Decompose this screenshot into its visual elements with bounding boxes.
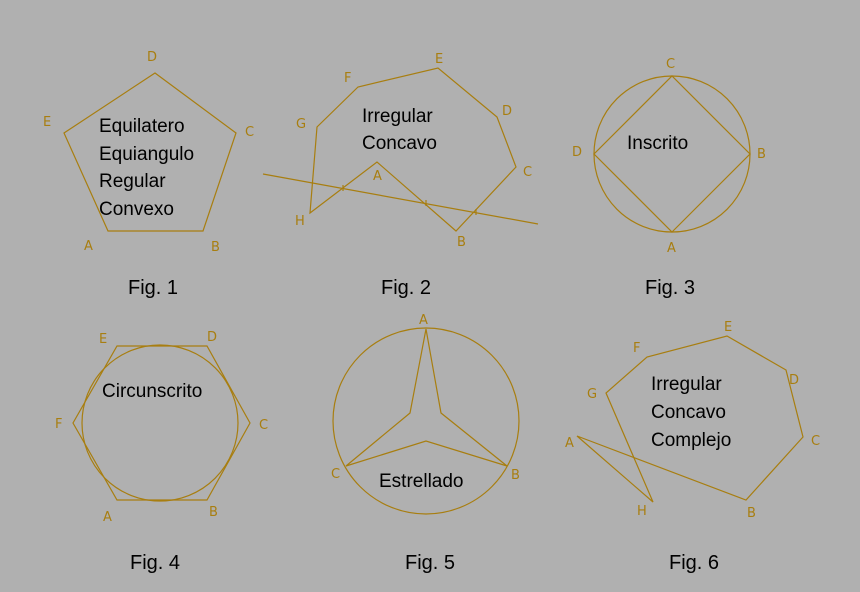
vertex-label-f: F <box>344 71 351 86</box>
vertex-label-a: A <box>667 241 676 256</box>
figure-text-line-1: Equilatero <box>99 116 185 137</box>
figure-3: A B C D Inscrito Fig. 3 <box>572 57 766 299</box>
vertex-label-c: C <box>259 418 268 433</box>
vertex-label-b: B <box>457 235 466 250</box>
figure-text-line-3: Complejo <box>651 430 731 451</box>
vertex-label-e: E <box>99 332 107 347</box>
vertex-label-c: C <box>666 57 675 72</box>
figure-caption: Fig. 6 <box>669 552 719 574</box>
vertex-label-h: H <box>295 214 305 229</box>
vertex-label-f: F <box>55 417 62 432</box>
circle-shape <box>332 327 520 515</box>
vertex-label-e: E <box>724 320 732 335</box>
intersection-marks <box>342 185 477 215</box>
star-polygon-shape <box>345 328 508 467</box>
vertex-label-c: C <box>811 434 820 449</box>
vertex-label-f: F <box>633 341 640 356</box>
vertex-label-g: G <box>587 387 597 402</box>
vertex-label-d: D <box>789 373 799 388</box>
figure-text-line-1: Estrellado <box>379 471 464 492</box>
figure-1: A B C D E Equilatero Equiangulo Regular … <box>43 50 254 299</box>
vertex-label-a: A <box>419 313 428 328</box>
vertex-label-b: B <box>211 240 220 255</box>
circle-shape <box>81 344 239 502</box>
vertex-label-c: C <box>245 125 254 140</box>
figure-4: A B C D E F Circunscrito Fig. 4 <box>55 330 268 574</box>
vertex-label-d: D <box>502 104 512 119</box>
vertex-label-e: E <box>43 115 51 130</box>
figure-5: A B C Estrellado Fig. 5 <box>331 313 520 574</box>
figure-caption: Fig. 3 <box>645 277 695 299</box>
vertex-label-h: H <box>637 504 647 519</box>
figure-text-line-3: Regular <box>99 171 166 192</box>
vertex-label-a: A <box>103 510 112 525</box>
complex-polygon-shape <box>576 335 804 503</box>
figure-text-line-2: Equiangulo <box>99 144 194 165</box>
vertex-label-b: B <box>757 147 766 162</box>
vertex-label-d: D <box>207 330 217 345</box>
hexagon-shape <box>72 345 251 501</box>
secant-line <box>262 173 539 225</box>
vertex-label-c: C <box>523 165 532 180</box>
circle-shape <box>593 75 751 233</box>
vertex-label-b: B <box>209 505 218 520</box>
vertex-label-d: D <box>147 50 157 65</box>
figure-text-line-2: Concavo <box>651 402 726 423</box>
figure-text-line-2: Concavo <box>362 133 437 154</box>
vertex-label-a: A <box>565 436 574 451</box>
vertex-label-c: C <box>331 467 340 482</box>
figure-text-line-1: Irregular <box>362 106 433 127</box>
vertex-label-e: E <box>435 52 443 67</box>
figure-caption: Fig. 1 <box>128 277 178 299</box>
figure-text-line-1: Circunscrito <box>102 381 202 402</box>
vertex-label-a: A <box>84 239 93 254</box>
vertex-label-g: G <box>296 117 306 132</box>
figure-text-line-1: Irregular <box>651 374 722 395</box>
figure-6: A B C D E F G H Irregular Concavo Comple… <box>565 320 820 574</box>
figure-caption: Fig. 2 <box>381 277 431 299</box>
vertex-label-a: A <box>373 169 382 184</box>
vertex-label-b: B <box>747 506 756 521</box>
inscribed-square-shape <box>593 75 751 233</box>
vertex-label-b: B <box>511 468 520 483</box>
figure-2: A B C D E F G H Irregular Concavo Fig. 2 <box>262 52 539 299</box>
vertex-label-d: D <box>572 145 582 160</box>
figure-caption: Fig. 5 <box>405 552 455 574</box>
figure-text-line-1: Inscrito <box>627 133 688 154</box>
figure-caption: Fig. 4 <box>130 552 180 574</box>
concave-polygon-shape <box>309 67 517 232</box>
pentagon-shape <box>63 72 237 232</box>
figure-text-line-4: Convexo <box>99 199 174 220</box>
